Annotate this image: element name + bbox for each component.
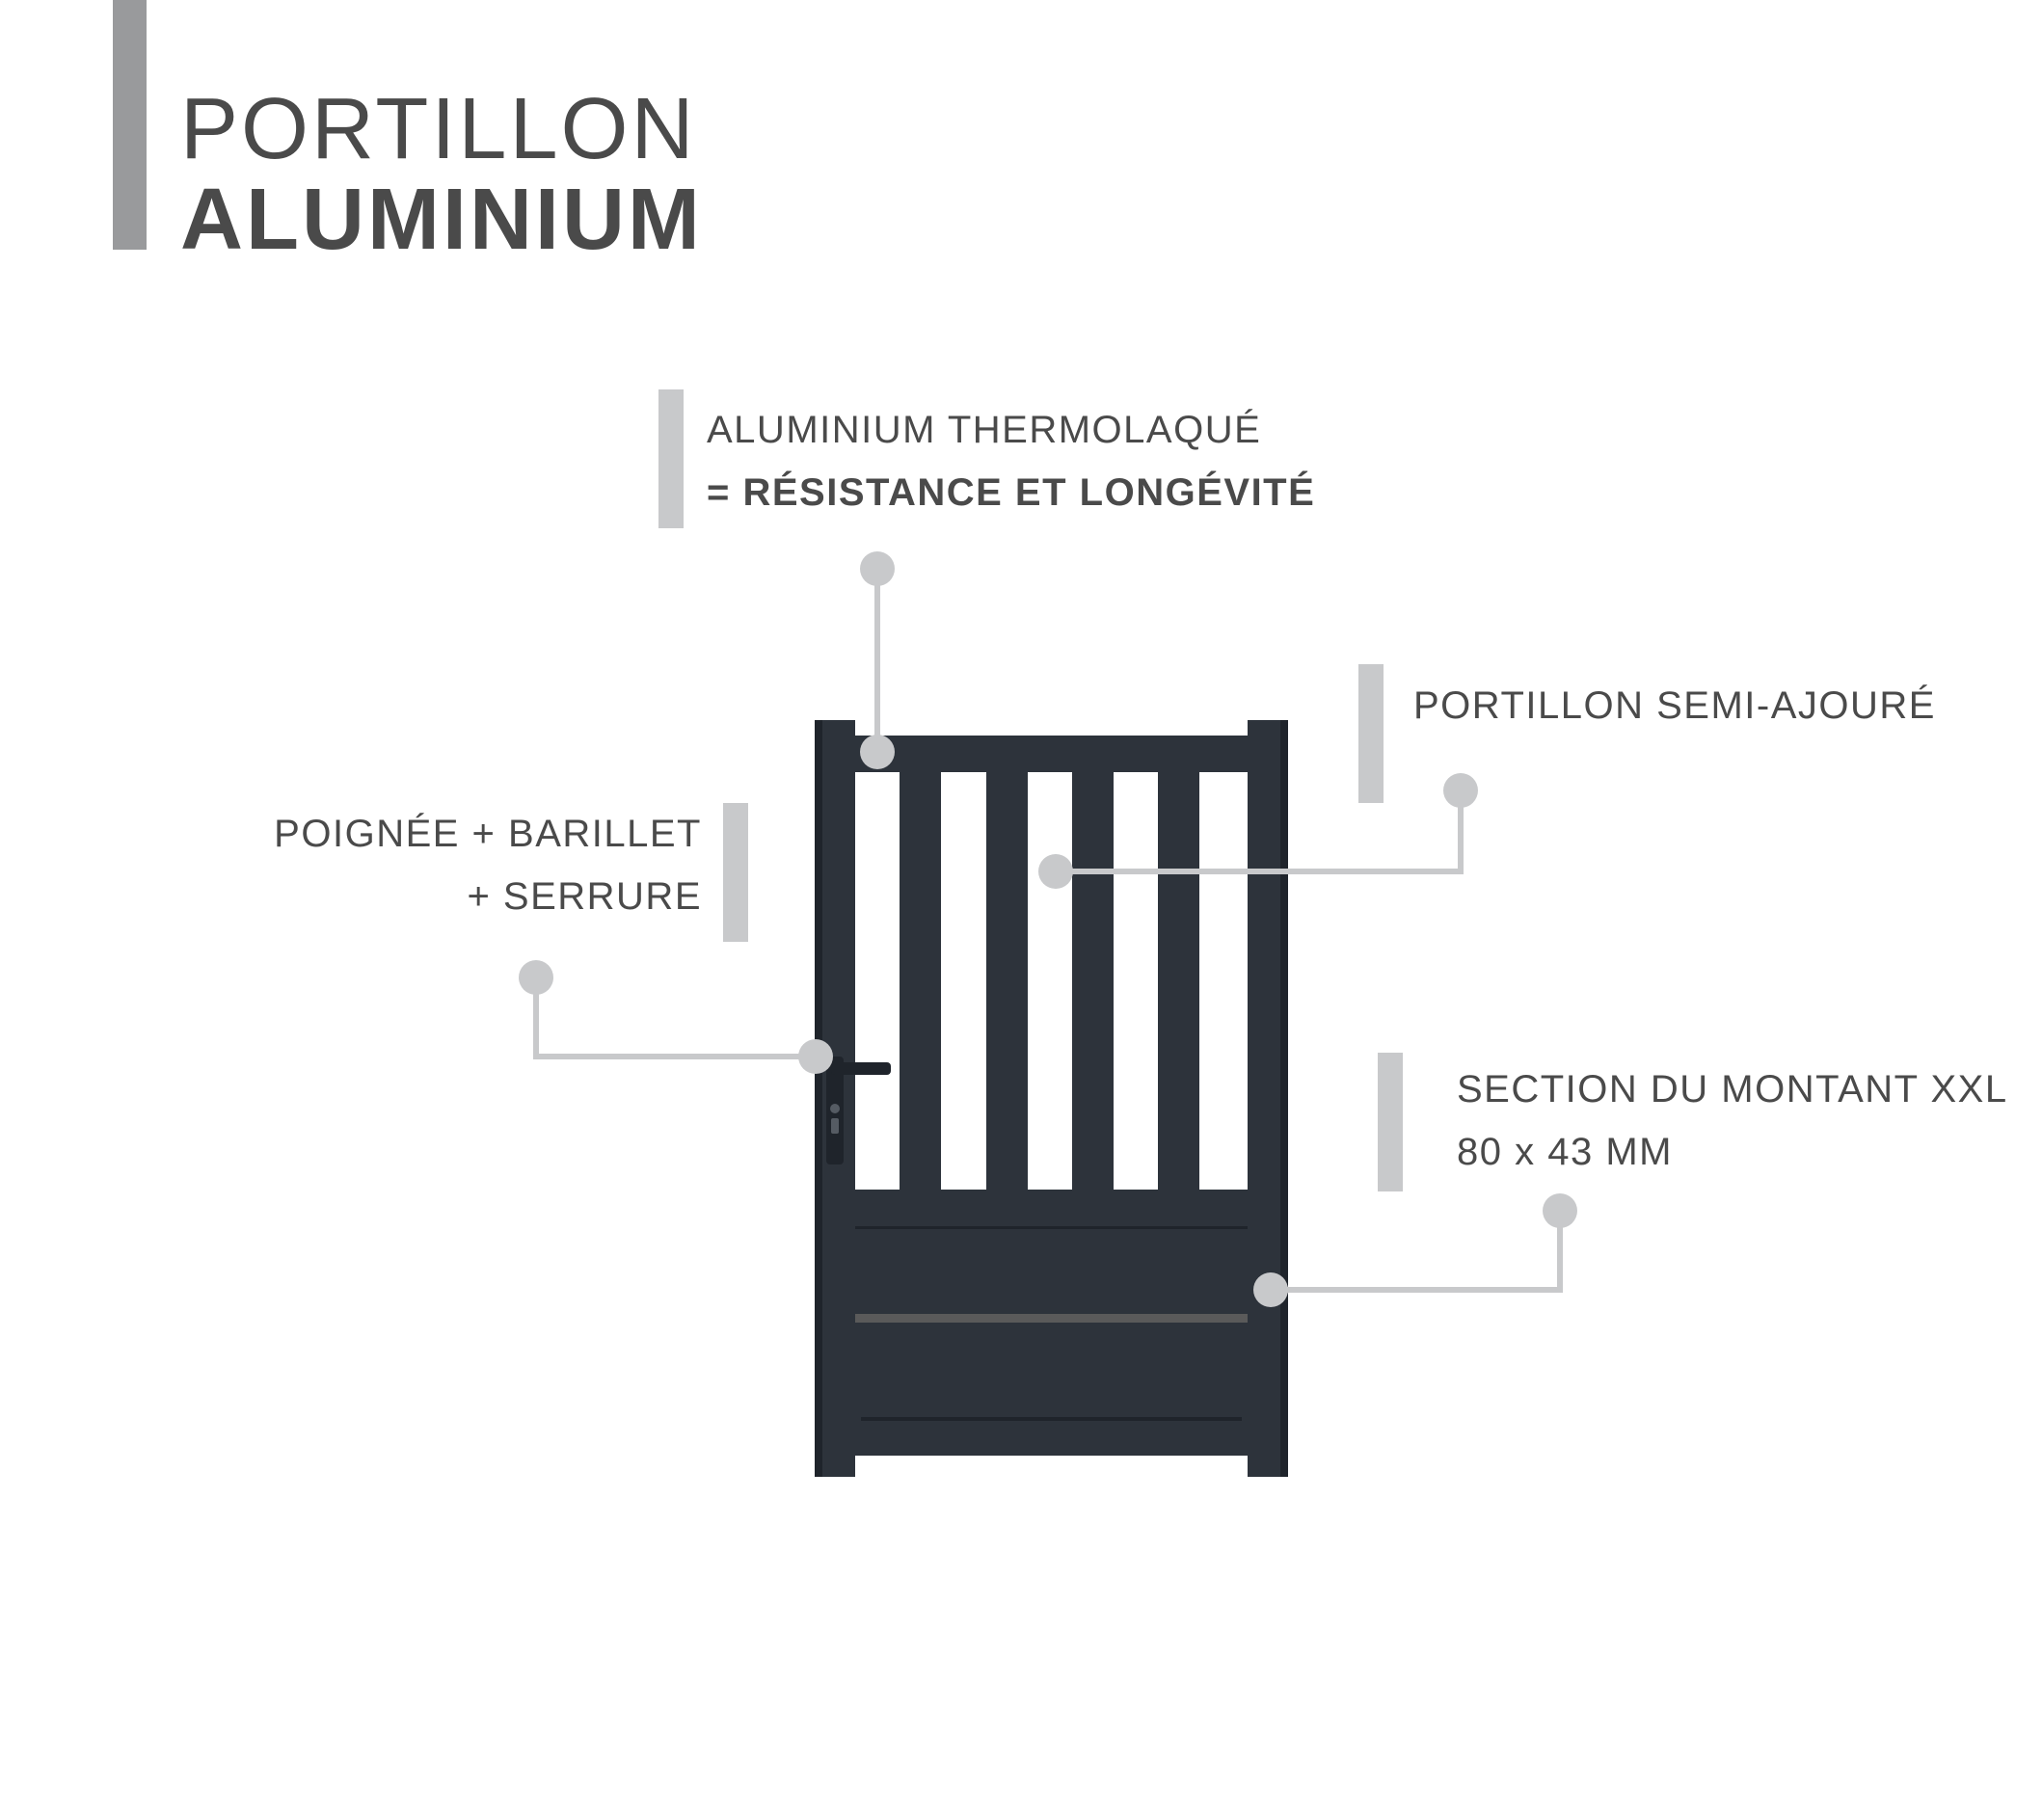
callout-style: PORTILLON SEMI-AJOURÉ	[1413, 675, 1936, 737]
gate-slat	[986, 772, 1028, 1190]
leader-handle	[519, 960, 833, 1074]
callout-handle-bar	[723, 803, 748, 942]
callout-handle: POIGNÉE + BARILLET + SERRURE	[231, 803, 702, 928]
handle-lock-icon	[826, 1057, 891, 1164]
callout-material-line1: ALUMINIUM THERMOLAQUÉ	[707, 409, 1262, 451]
callout-section: SECTION DU MONTANT XXL 80 x 43 MM	[1457, 1058, 2008, 1184]
callout-material-line2: = RÉSISTANCE ET LONGÉVITÉ	[707, 471, 1316, 514]
callout-material-bar	[658, 389, 684, 528]
leader-section	[1253, 1193, 1577, 1307]
gate-bottom-rail	[855, 1421, 1248, 1456]
gate-slat	[1072, 772, 1114, 1190]
callout-material: ALUMINIUM THERMOLAQUÉ = RÉSISTANCE ET LO…	[707, 399, 1315, 524]
callout-style-bar	[1358, 664, 1384, 803]
callout-section-line1: SECTION DU MONTANT XXL	[1457, 1068, 2008, 1111]
gate-middle-rail	[855, 1190, 1248, 1226]
page-title-line1: PORTILLON	[180, 81, 697, 177]
page-title-line2: ALUMINIUM	[180, 172, 703, 268]
callout-section-line2: 80 x 43 MM	[1457, 1131, 1673, 1173]
gate-slat	[1158, 772, 1199, 1190]
leader-material	[860, 551, 895, 769]
gate-lower-panel	[855, 1226, 1248, 1454]
callout-style-line1: PORTILLON SEMI-AJOURÉ	[1413, 684, 1936, 727]
callout-section-bar	[1378, 1053, 1403, 1191]
gate-panel-accent-line	[855, 1314, 1248, 1323]
gate	[815, 720, 1288, 1477]
callout-handle-line1: POIGNÉE + BARILLET	[274, 813, 702, 855]
leader-style	[1038, 773, 1478, 889]
callout-handle-line2: + SERRURE	[467, 875, 702, 918]
gate-top-rail	[855, 736, 1248, 772]
title-accent-bar	[113, 0, 147, 250]
gate-slat	[900, 772, 941, 1190]
